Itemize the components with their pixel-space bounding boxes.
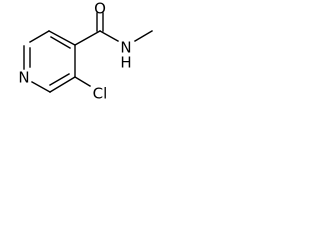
bond-carbonyl-to-amide-nitrogen <box>99 30 119 42</box>
chlorine-label: Cl <box>93 85 108 103</box>
amide-nitrogen-label: N <box>120 39 131 57</box>
bond-ring-inner-right <box>49 73 70 86</box>
bond-ring-to-chlorine <box>74 76 91 87</box>
structure-canvas: O N H N Cl <box>0 0 184 138</box>
bond-ring-bottom-left <box>31 81 51 93</box>
bond-ring-to-carbonyl <box>74 30 101 46</box>
oxygen-label: O <box>94 0 106 18</box>
bond-ring-top-left <box>29 30 50 43</box>
ring-nitrogen-label: N <box>18 69 29 87</box>
bond-ring-bottom-right <box>49 76 76 93</box>
bond-ring-top-right <box>48 30 76 46</box>
chemical-structure-diagram: O N H N Cl <box>18 0 153 103</box>
amide-hydrogen-label: H <box>120 54 131 72</box>
bond-amide-nitrogen-to-methyl <box>134 30 153 42</box>
bond-ring-inner-top <box>50 36 71 49</box>
